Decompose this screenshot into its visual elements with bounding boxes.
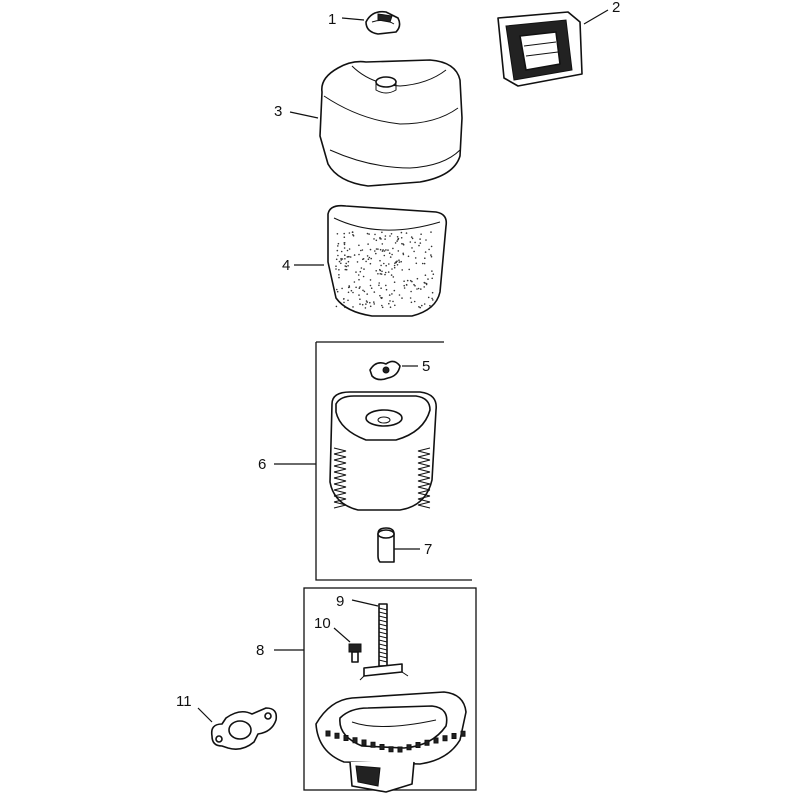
stud-threads (378, 607, 388, 663)
leader-3 (289, 111, 319, 119)
part-1-knob (365, 10, 401, 35)
foam-texture (335, 231, 435, 309)
callout-8: 8 (256, 642, 264, 659)
leader-1 (341, 17, 365, 21)
part-8-base-plate (315, 691, 467, 793)
callout-11: 11 (176, 693, 192, 710)
base-plate-ribs (325, 730, 466, 753)
leader-11 (197, 707, 213, 723)
leader-9 (351, 599, 379, 607)
callout-9: 9 (336, 593, 344, 610)
leader-2 (583, 9, 609, 25)
part-10-screw (348, 643, 362, 663)
part-11-gasket (210, 707, 278, 750)
filter-pleats (333, 447, 431, 509)
part-4-foam-precleaner (327, 204, 448, 317)
part-7-sleeve (377, 527, 395, 563)
part-9-stud (359, 603, 409, 681)
callout-6: 6 (258, 456, 266, 473)
leader-10 (333, 627, 351, 643)
group-box-upper (315, 341, 472, 581)
part-5-wing-nut (369, 360, 401, 381)
part-6-filter-cartridge (329, 391, 437, 511)
callout-3: 3 (274, 103, 282, 120)
callout-4: 4 (282, 257, 290, 274)
callout-5: 5 (422, 358, 430, 375)
part-3-air-cleaner-cover (319, 59, 463, 187)
callout-10: 10 (314, 615, 331, 632)
callout-2: 2 (612, 0, 620, 16)
callout-7: 7 (424, 541, 432, 558)
callout-1: 1 (328, 11, 336, 28)
part-2-cover-plate (497, 11, 583, 87)
